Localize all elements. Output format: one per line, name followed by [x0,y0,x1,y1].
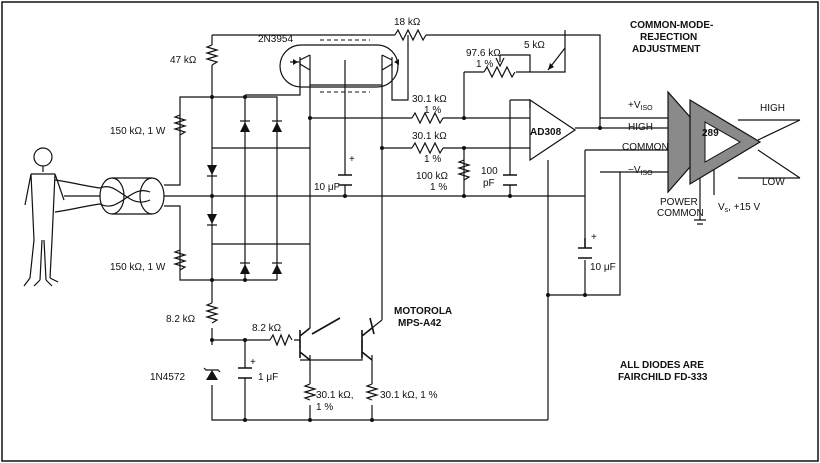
resistor-301k-c [302,383,318,401]
resistor-82k-a [204,302,220,324]
label-zener: 1N4572 [150,372,185,383]
label-r976k-tol: 1 % [476,59,493,70]
jfet-pair-2N3954 [279,39,399,93]
label-r47k: 47 kΩ [170,55,197,66]
label-r18k: 18 kΩ [394,17,421,28]
pot-arrow-head [548,63,554,70]
opamp-ad308 [529,98,577,162]
resistor-301k-b [411,141,444,155]
patient-figure [23,147,65,287]
diode-3 [240,122,250,132]
capacitor-10uf-a [338,174,352,186]
resistor-18k [394,28,427,42]
label-bjt-2: MPS-A42 [398,318,442,329]
label-r82k-b: 8.2 kΩ [252,323,282,334]
label-iso-amp: 289 [702,128,719,139]
label-opamp: AD308 [530,127,562,138]
resistor-976k [483,65,516,79]
capacitor-10uf-b [578,247,592,259]
label-power-common-2: COMMON [657,208,704,219]
diode-2 [207,214,217,224]
junctions [210,95,602,422]
label-viso-plus: +VISO [628,100,653,112]
label-r301k-c-tol: 1 % [316,402,333,413]
label-cmr-line3: ADJUSTMENT [632,44,700,55]
label-out-low: LOW [762,177,785,188]
resistor-301k-a [411,111,444,125]
resistor-47k [204,44,220,66]
isolation-amplifier-289 [667,90,762,194]
label-r976k: 97.6 kΩ [466,48,501,59]
label-in-high: HIGH [628,122,653,133]
label-c10uf-a: 10 μF [314,182,340,193]
label-pot5k: 5 kΩ [524,40,545,51]
resistor-150k-top [172,114,188,136]
label-bjt-1: MOTOROLA [394,306,452,317]
capacitor-100pf [503,174,517,186]
label-c100p-2: pF [483,178,495,189]
label-cmr-line2: REJECTION [640,32,697,43]
label-jfet: 2N3954 [258,34,293,45]
label-viso-minus: −VISO [628,165,653,177]
wiring [164,30,801,421]
cap-plus-b: + [591,232,597,243]
label-cmr-line1: COMMON-MODE- [630,20,713,31]
capacitors [238,174,592,379]
resistor-150k-bottom [172,249,188,271]
label-r301k-a-tol: 1 % [424,105,441,116]
label-note-1: ALL DIODES ARE [620,360,704,371]
label-vs: Vs, +15 V [718,202,760,214]
cap-plus-a: + [349,154,355,165]
label-r100k-tol: 1 % [430,182,447,193]
label-r301k-c: 30.1 kΩ, [316,390,354,401]
bjt-pair-mps-a42 [299,317,375,361]
resistors [172,28,516,401]
label-out-high: HIGH [760,103,785,114]
pot-link [500,54,531,72]
label-r150k-top: 150 kΩ, 1 W [110,126,166,137]
diode-4 [272,122,282,132]
label-in-common: COMMON [622,142,669,153]
resistor-100k [456,159,472,181]
label-r150k-bottom: 150 kΩ, 1 W [110,262,166,273]
pot-wiper [495,55,505,68]
label-r100k: 100 kΩ [416,171,448,182]
label-c1uf: 1 μF [258,372,278,383]
label-c100p-1: 100 [481,166,498,177]
diode-1 [207,165,217,175]
shielded-cable [54,177,165,215]
resistor-301k-d [364,383,380,401]
cap-plus-c: + [250,357,256,368]
label-note-2: FAIRCHILD FD-333 [618,372,708,383]
label-power-common-1: POWER [660,197,698,208]
diode-6 [272,264,282,274]
label-r301k-a: 30.1 kΩ [412,94,447,105]
diode-5 [240,264,250,274]
diodes [207,120,282,274]
label-r301k-b-tol: 1 % [424,154,441,165]
resistor-82k-b [269,333,293,347]
capacitor-1uf [238,367,252,379]
label-r301k-d: 30.1 kΩ, 1 % [380,390,438,401]
label-r301k-b: 30.1 kΩ [412,131,447,142]
label-c10uf-b: 10 μF [590,262,616,273]
label-r82k-a: 8.2 kΩ [166,314,196,325]
zener-diode-symbol [203,367,221,380]
